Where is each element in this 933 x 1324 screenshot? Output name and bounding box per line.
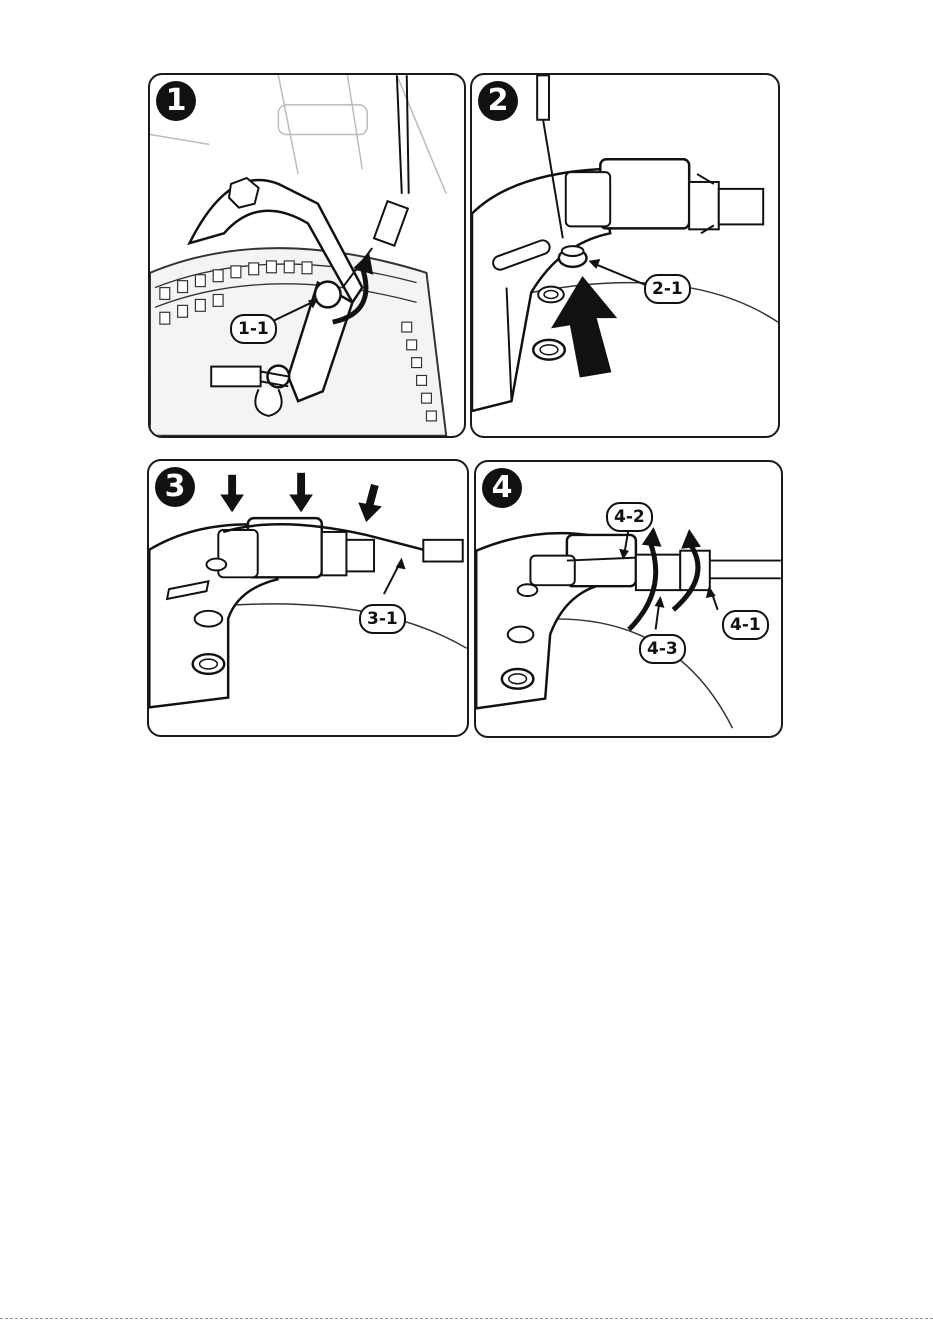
callout-3-1: 3-1 (359, 604, 406, 634)
step-4-badge: 4 (482, 468, 522, 508)
lever-groove-illustration (149, 461, 467, 735)
callout-2-1: 2-1 (644, 274, 691, 304)
callout-4-1: 4-1 (722, 610, 769, 640)
step-1-badge: 1 (156, 81, 196, 121)
step-3-panel: 3 3-1 (147, 459, 469, 737)
step-3-badge: 3 (155, 467, 195, 507)
step-2-panel: 2 2-1 (470, 73, 780, 438)
callout-4-3: 4-3 (639, 634, 686, 664)
step-4-panel: 4 4-2 4-3 4-1 (474, 460, 783, 738)
callout-4-2: 4-2 (606, 502, 653, 532)
lever-insert-illustration (472, 75, 778, 436)
callout-1-1: 1-1 (230, 314, 277, 344)
page-edge-dashed-line (0, 1318, 933, 1319)
caliper-illustration (150, 75, 464, 436)
step-2-badge: 2 (478, 81, 518, 121)
step-1-panel: 1 1-1 (148, 73, 466, 438)
